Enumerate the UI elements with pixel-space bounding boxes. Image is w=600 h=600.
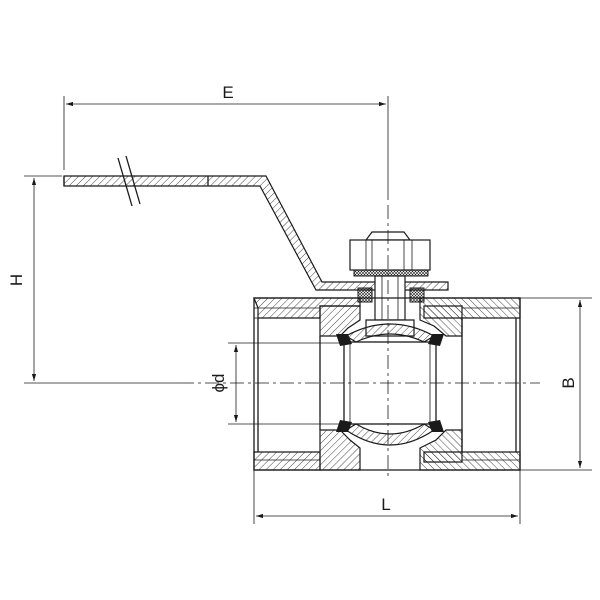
seat-rings <box>336 334 444 432</box>
dimension-b-label: B <box>559 377 578 388</box>
dimension-h-label: H <box>7 274 26 286</box>
dimension-phi-d: ϕd <box>209 342 344 425</box>
valve-body-right <box>419 297 521 471</box>
dimension-e-label: E <box>222 83 233 102</box>
dimension-phi-d-label: ϕd <box>209 374 228 393</box>
lever-handle <box>63 155 449 291</box>
dimension-h: H <box>7 175 180 384</box>
dimension-l: L <box>253 470 521 524</box>
valve-ball <box>343 323 437 446</box>
stem-nut <box>349 231 431 277</box>
dimension-l-label: L <box>381 495 390 514</box>
center-lines <box>180 205 540 478</box>
dimension-b: B <box>520 297 592 471</box>
dimension-e: E <box>63 83 389 200</box>
